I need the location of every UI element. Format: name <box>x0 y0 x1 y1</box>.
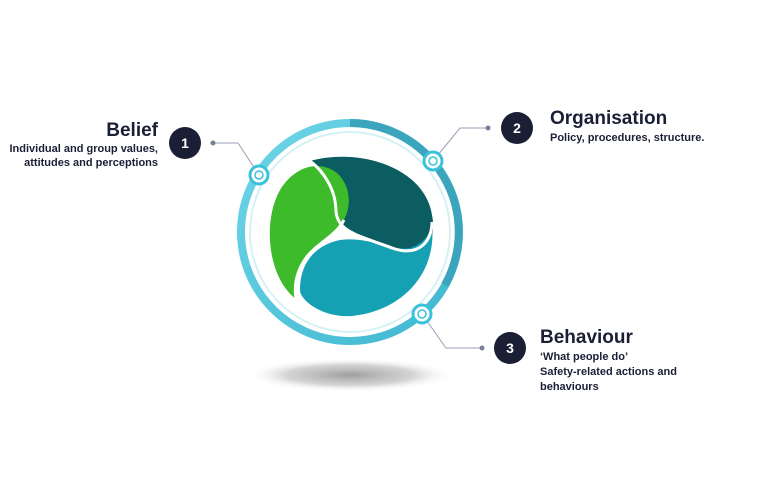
ring-node-2 <box>422 150 444 172</box>
behaviour-label-block: Behaviour ‘What people do’ Safety-relate… <box>540 327 720 394</box>
swirl-separator <box>293 219 346 300</box>
belief-desc-line-1: Individual and group values, <box>9 143 158 155</box>
inner-ring <box>249 131 451 333</box>
organisation-desc-line-1: Policy, procedures, structure. <box>550 132 705 144</box>
ring-node-1 <box>248 164 270 186</box>
belief-label-block: Belief Individual and group values, atti… <box>8 120 158 170</box>
connector-dot-2 <box>485 125 491 131</box>
behaviour-title: Behaviour <box>540 327 633 348</box>
connector-dot-1 <box>210 140 216 146</box>
behaviour-desc-line-2: Safety-related actions and <box>540 366 677 378</box>
connector-line-3 <box>421 313 482 349</box>
behaviour-desc-line-1: ‘What people do’ <box>540 351 628 363</box>
organisation-title: Organisation <box>550 108 668 129</box>
outer-ring-arc <box>349 119 463 287</box>
organisation-label-block: Organisation Policy, procedures, structu… <box>550 108 760 145</box>
connector-line-1 <box>213 142 260 176</box>
badge-number-1: 1 <box>181 135 189 151</box>
swirl-light-teal-segment <box>300 222 433 317</box>
behaviour-desc-line-3: behaviours <box>540 381 599 393</box>
connector-line-2 <box>432 127 488 162</box>
number-badge-3: 3 <box>494 332 526 364</box>
belief-desc-line-2: attitudes and perceptions <box>24 157 158 169</box>
badge-number-2: 2 <box>513 120 521 136</box>
swirl-separator <box>309 159 434 253</box>
badge-number-3: 3 <box>506 340 514 356</box>
belief-title: Belief <box>106 120 158 141</box>
connector-dot-3 <box>479 345 485 351</box>
number-badge-2: 2 <box>501 112 533 144</box>
swirl-green-segment <box>269 166 349 299</box>
floor-shadow <box>245 358 455 392</box>
ring-node-3 <box>411 303 433 325</box>
number-badge-1: 1 <box>169 127 201 159</box>
